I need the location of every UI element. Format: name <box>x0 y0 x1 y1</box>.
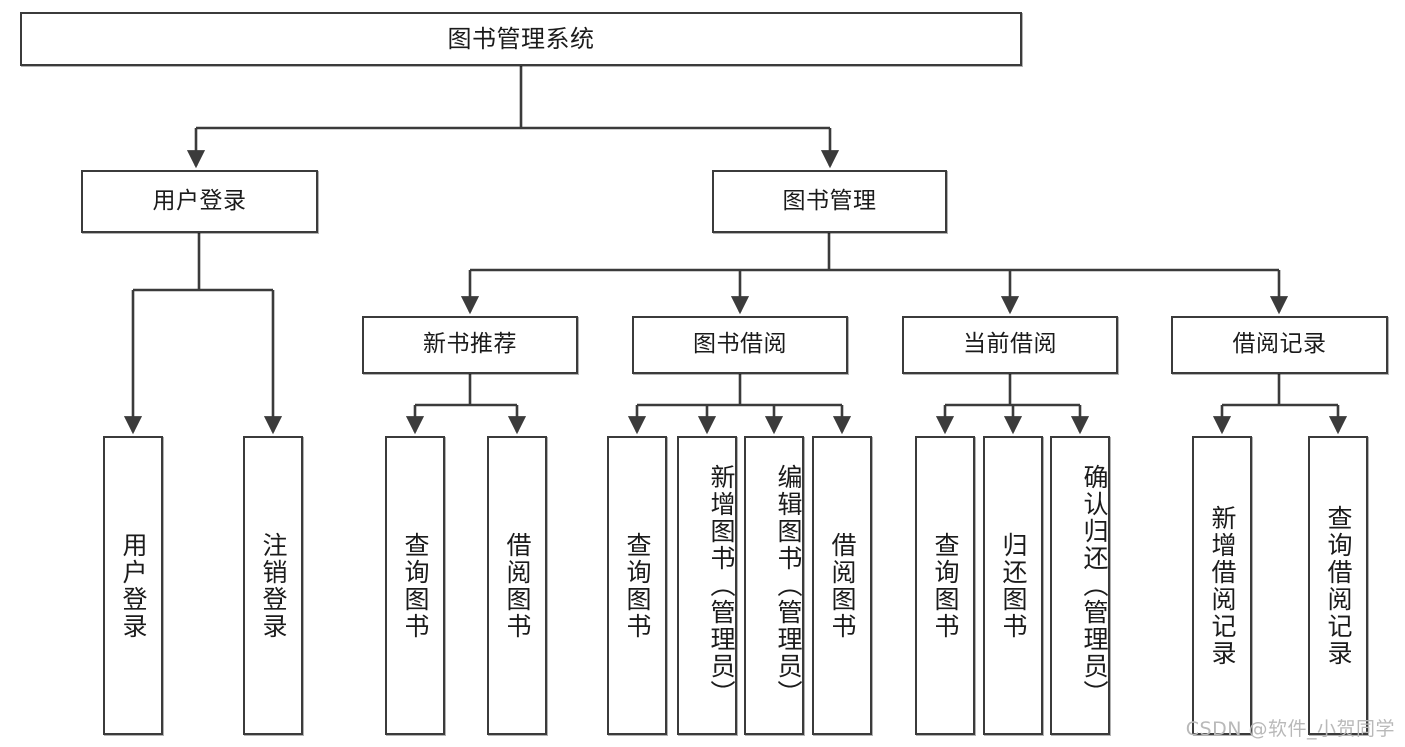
leaf-add-borrow-record[interactable]: 新增借阅记录 <box>1192 436 1252 735</box>
leaf-query-borrow-record[interactable]: 查询借阅记录 <box>1308 436 1368 735</box>
leaf-query-book-newbook[interactable]: 查询图书 <box>385 436 445 735</box>
leaf-borrow-book[interactable]: 借阅图书 <box>812 436 872 735</box>
node-root-system[interactable]: 图书管理系统 <box>20 12 1022 66</box>
node-book-borrow[interactable]: 图书借阅 <box>632 316 848 374</box>
leaf-query-book-current[interactable]: 查询图书 <box>915 436 975 735</box>
node-borrow-record[interactable]: 借阅记录 <box>1171 316 1388 374</box>
node-current-borrow[interactable]: 当前借阅 <box>902 316 1118 374</box>
leaf-query-book-borrow[interactable]: 查询图书 <box>607 436 667 735</box>
leaf-edit-book-admin[interactable]: 编辑图书（管理员） <box>744 436 804 735</box>
node-new-book-recommend[interactable]: 新书推荐 <box>362 316 578 374</box>
leaf-user-login[interactable]: 用户登录 <box>103 436 163 735</box>
leaf-return-book[interactable]: 归还图书 <box>983 436 1043 735</box>
leaf-add-book-admin[interactable]: 新增图书（管理员） <box>677 436 737 735</box>
leaf-logout-login[interactable]: 注销登录 <box>243 436 303 735</box>
leaf-borrow-book-newbook[interactable]: 借阅图书 <box>487 436 547 735</box>
node-user-login[interactable]: 用户登录 <box>81 170 318 233</box>
leaf-confirm-return-admin[interactable]: 确认归还（管理员） <box>1050 436 1110 735</box>
node-book-manage[interactable]: 图书管理 <box>712 170 947 233</box>
